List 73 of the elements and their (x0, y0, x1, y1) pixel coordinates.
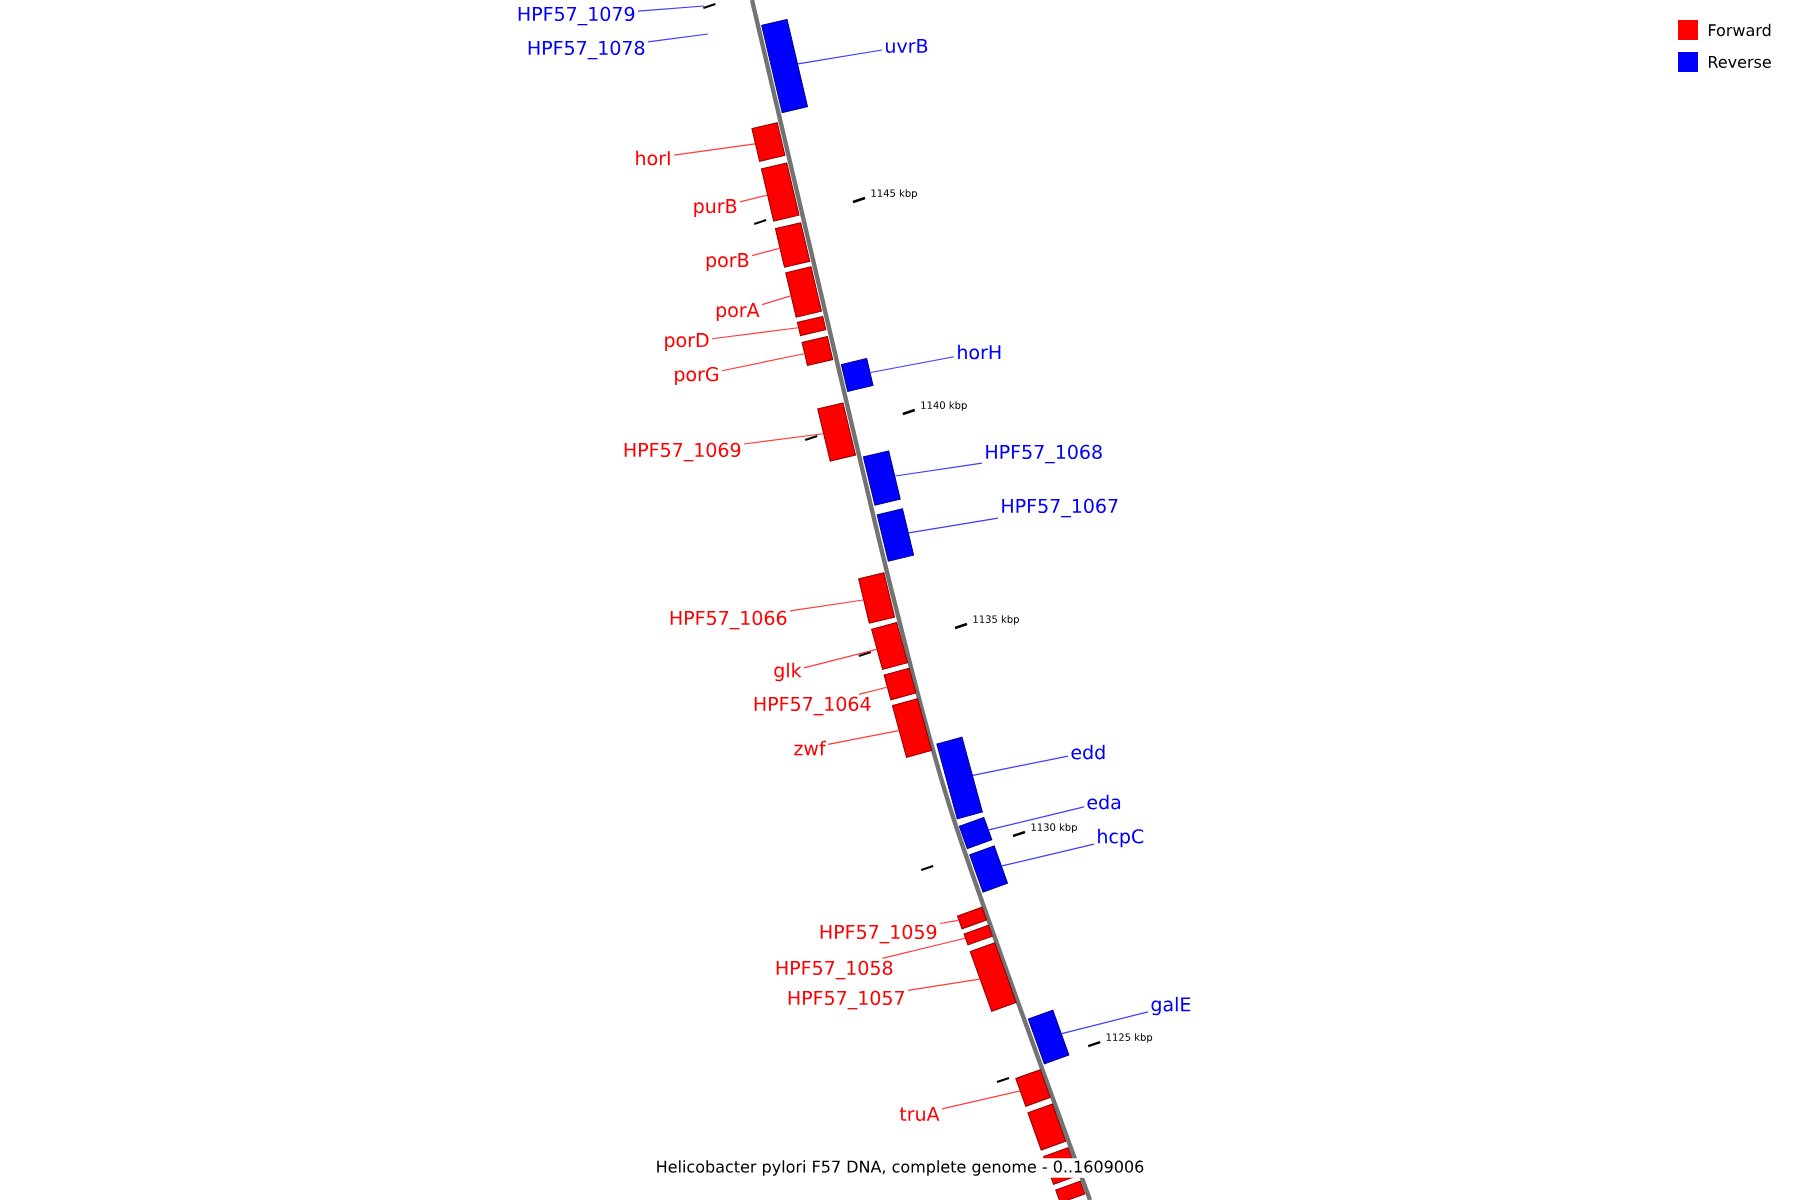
legend-label: Forward (1709, 23, 1771, 37)
leader-line (797, 49, 883, 65)
leader-line (1001, 843, 1095, 867)
gene-label: HPF57_1064 (754, 696, 871, 716)
leader-line (721, 353, 805, 372)
leader-line (647, 33, 709, 43)
gene-label: galE (1151, 996, 1191, 1016)
leader-line (869, 356, 955, 374)
gene-block (1055, 1180, 1086, 1200)
gene-label: purB (694, 199, 737, 217)
gene-label: HPF57_1078 (528, 40, 645, 60)
gene-block (958, 817, 993, 849)
leader-line (972, 755, 1069, 776)
leader-line (908, 517, 999, 534)
gene-block (761, 18, 808, 114)
gene-block (858, 572, 896, 624)
gene-block (969, 845, 1008, 893)
leader-line (803, 648, 878, 669)
gene-label: HPF57_1066 (670, 610, 787, 630)
leader-line (761, 295, 792, 306)
gene-block (751, 122, 786, 162)
gene-label: hcpC (1098, 828, 1144, 848)
leader-line (711, 327, 799, 340)
gene-block (796, 315, 827, 337)
legend-label: Reverse (1709, 56, 1771, 68)
gene-label: porG (675, 366, 719, 386)
gene-block (801, 336, 834, 366)
gene-block (1027, 1103, 1067, 1151)
leader-line (673, 143, 756, 156)
gene-label: HPF57_1067 (1002, 498, 1118, 518)
gene-block (862, 450, 901, 506)
gene-block (840, 358, 874, 392)
gene-label: glk (774, 662, 802, 682)
gene-block (1015, 1069, 1051, 1107)
gene-label: horH (958, 344, 1001, 360)
gene-label: HPF57_1058 (776, 960, 893, 980)
leader-line (789, 599, 864, 612)
leader-line (907, 978, 981, 991)
leader-line (858, 686, 888, 695)
gene-block (1027, 1009, 1070, 1065)
gene-label: porB (706, 253, 749, 271)
gene-label: truA (899, 1106, 940, 1122)
gene-label: porA (716, 303, 760, 321)
leader-line (894, 462, 983, 477)
leader-line (881, 937, 966, 959)
gene-block (876, 508, 915, 562)
gene-block (883, 667, 917, 701)
gene-label: HPF57_1068 (986, 444, 1102, 464)
gene-label: edd (1071, 744, 1105, 760)
gene-label: uvrB (886, 38, 928, 54)
gene-label: porD (665, 333, 709, 351)
gene-label: eda (1087, 794, 1121, 810)
gene-label: horI (636, 150, 670, 166)
leader-line (1061, 1011, 1149, 1035)
leader-line (827, 730, 900, 745)
gene-label: HPF57_1069 (624, 442, 741, 462)
gene-block (963, 924, 993, 946)
leader-line (941, 1090, 1021, 1110)
leader-line (743, 433, 824, 445)
leader-line (988, 806, 1085, 831)
gene-label: zwf (794, 740, 826, 756)
gene-label: HPF57_1057 (788, 990, 904, 1010)
gene-label: HPF57_1079 (518, 6, 635, 26)
leader-line (637, 5, 705, 12)
gene-block (817, 402, 856, 462)
gene-label: HPF57_1059 (820, 924, 937, 944)
gene-block (774, 222, 811, 268)
leader-line (751, 247, 781, 257)
gene-block (760, 162, 800, 222)
gene-block (871, 622, 909, 670)
leader-line (739, 194, 768, 203)
leader-line (939, 919, 960, 925)
gene-block (957, 906, 988, 930)
